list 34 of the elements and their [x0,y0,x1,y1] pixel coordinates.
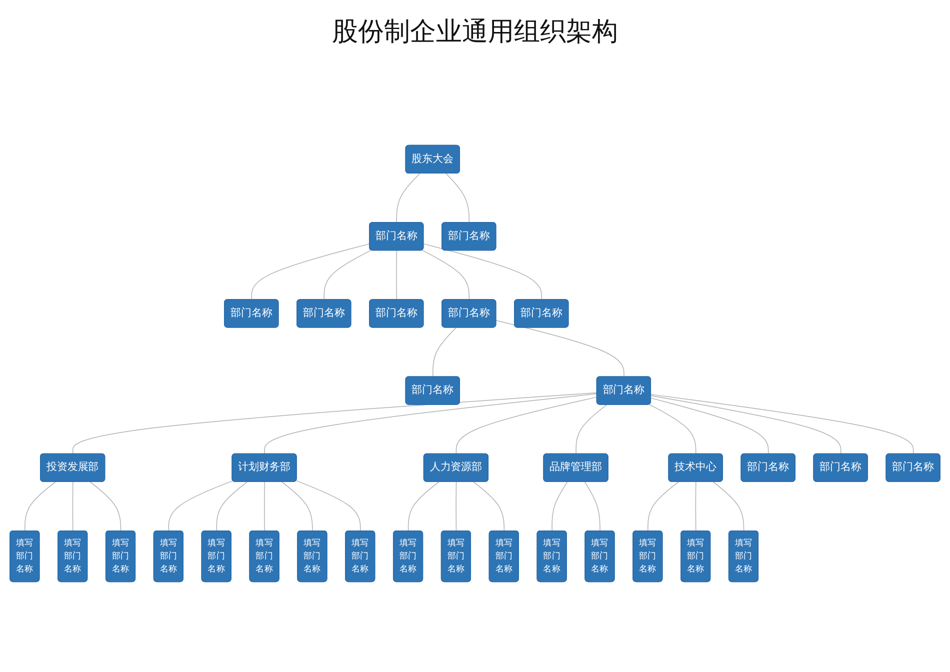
connector [251,243,370,300]
connector [432,327,456,378]
connector [422,250,470,300]
connector [649,404,696,454]
connector [396,173,420,224]
connector [496,320,624,378]
connector [584,482,600,532]
connector [324,250,372,300]
connector [576,404,607,454]
connector [396,250,398,300]
connector [296,480,361,532]
connector [695,482,696,532]
connector [90,482,122,532]
connector [648,482,679,532]
chart-title: 股份制企业通用组织架构 [332,16,618,49]
connector [456,482,457,532]
connector [552,482,568,532]
connector [446,173,470,224]
connector [408,482,440,532]
connector [650,398,769,454]
connector [456,396,598,454]
connector [72,482,74,532]
connector [264,482,265,532]
connector [72,392,598,454]
connector [216,482,248,532]
connector [282,482,313,532]
connector [473,482,505,532]
connector [712,482,744,532]
connector [650,395,842,454]
connector [24,482,56,532]
connector [650,394,914,454]
connector [423,243,542,300]
connector [168,480,234,532]
connector [264,393,598,454]
